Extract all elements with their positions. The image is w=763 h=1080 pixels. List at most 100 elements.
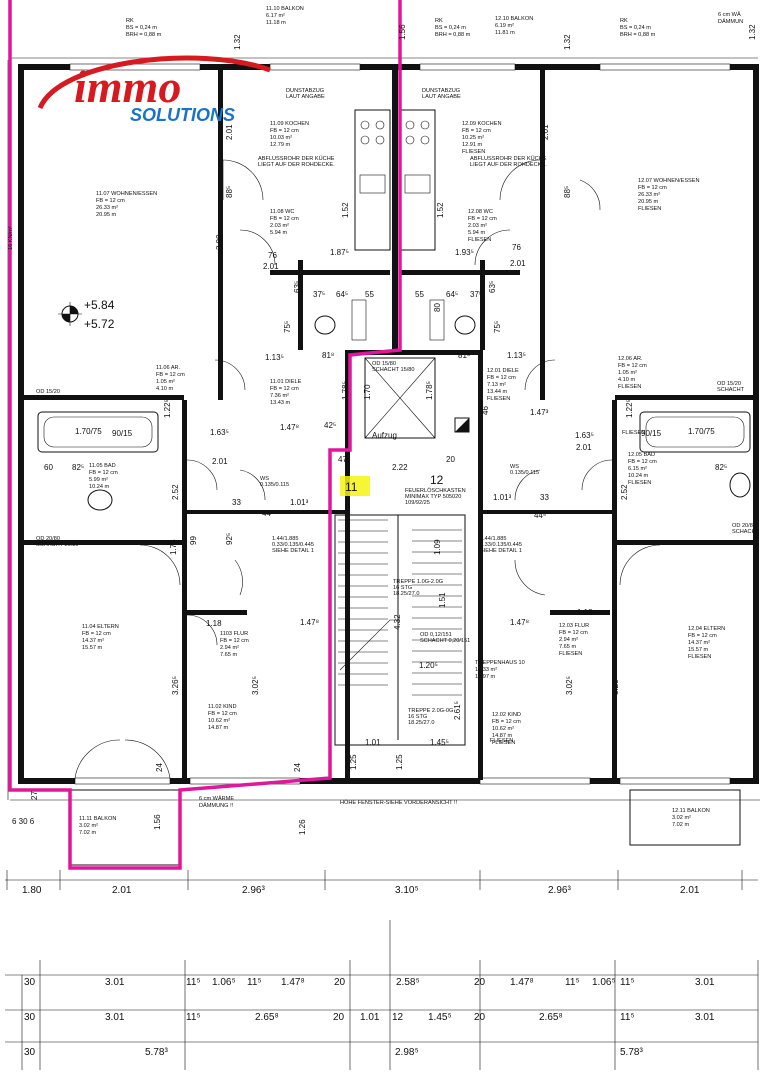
dim-d156a: 1.56 bbox=[398, 24, 407, 40]
dim-d163a: 1.63⁵ bbox=[210, 428, 229, 437]
dim-chain-r2-0: 30 bbox=[24, 1012, 36, 1023]
dim-d46: 46 bbox=[481, 406, 490, 415]
dim-d88l: 88⁵ bbox=[225, 186, 234, 198]
dim-chain-r1-7: 2.58⁵ bbox=[396, 977, 420, 988]
dim-d201b: 2.01 bbox=[541, 124, 550, 140]
dim-d151: 1.51 bbox=[438, 592, 447, 608]
dim-chain-top-3: 3.10⁵ bbox=[395, 885, 419, 896]
dim-chain-r2-5: 1.01 bbox=[360, 1012, 380, 1023]
dim-d163b: 1.63⁵ bbox=[575, 431, 594, 440]
dim-d82b: 82⁵ bbox=[715, 463, 727, 472]
note-fliesen-r: FLIESEN bbox=[490, 738, 513, 744]
dim-d326a: 3.26⁵ bbox=[171, 676, 180, 695]
dim-d170: 1.70 bbox=[363, 384, 372, 400]
dim-d92: 92⁵ bbox=[225, 533, 234, 545]
dim-d326b: 3.26⁵ bbox=[611, 676, 620, 695]
dim-d101a: 1.01³ bbox=[290, 498, 309, 507]
dim-d302b: 3.02⁵ bbox=[565, 676, 574, 695]
dim-d302a: 3.02⁵ bbox=[251, 676, 260, 695]
dim-chain-r3-0: 30 bbox=[24, 1047, 36, 1058]
dim-chain-top-4: 2.96³ bbox=[548, 885, 571, 896]
dim-chain-r1-4: 11⁵ bbox=[247, 977, 262, 988]
dim-d44a: 44⁵ bbox=[262, 509, 274, 518]
logo-word: immo bbox=[74, 61, 181, 112]
dim-chain-r3-2: 2.98⁵ bbox=[395, 1047, 419, 1058]
dim-chain-r1-3: 1.06⁵ bbox=[212, 977, 236, 988]
dim-d222: 2.22 bbox=[392, 463, 408, 472]
dim-d193: 1.93⁵ bbox=[455, 248, 474, 257]
dim-d75b: 75⁵ bbox=[493, 321, 502, 333]
dim-d55a: 55 bbox=[365, 290, 374, 299]
dim-d122a: 1.22⁵ bbox=[163, 399, 172, 418]
dim-chain-r2-6: 12 bbox=[392, 1012, 404, 1023]
dim-chain-r2-10: 11⁵ bbox=[620, 1012, 635, 1023]
level-top: +5.84 bbox=[84, 298, 115, 312]
dim-d252b: 2.52 bbox=[620, 484, 629, 500]
dim-chain-r1-2: 11⁵ bbox=[186, 977, 201, 988]
dim-d147d: 1.47⁸ bbox=[510, 618, 529, 627]
stair-arrow bbox=[339, 619, 400, 671]
dim-chain-r2-9: 2.65⁸ bbox=[539, 1012, 563, 1023]
dim-d132a: 1.32 bbox=[233, 34, 242, 50]
dim-d88r: 88⁵ bbox=[563, 186, 572, 198]
dim-d147a: 1.47⁸ bbox=[280, 423, 299, 432]
dim-d101c: 1.01 bbox=[365, 738, 381, 747]
dim-d90b: 90/15 bbox=[641, 429, 662, 438]
level-marker: +5.84 +5.72 bbox=[58, 298, 115, 331]
dim-d152b: 1.52 bbox=[436, 202, 445, 218]
dim-d82a: 82⁵ bbox=[72, 463, 84, 472]
logo-sub: SOLUTIONS bbox=[130, 105, 235, 125]
dim-d37b: 37⁵ bbox=[470, 290, 482, 299]
dim-d81b: 81⁸ bbox=[458, 351, 470, 360]
note-fenster: HÖHE FENSTER-SIEHE VORDERANSICHT !! bbox=[340, 799, 458, 806]
dim-chain-r2-4: 20 bbox=[333, 1012, 345, 1023]
dim-d178b: 1.78⁵ bbox=[425, 381, 434, 400]
dim-chain-r1-1: 3.01 bbox=[105, 977, 125, 988]
dim-d125a: 1.25 bbox=[349, 754, 358, 770]
dim-d109: 1.09 bbox=[433, 539, 442, 555]
dim-chain-r1-10: 11⁵ bbox=[565, 977, 580, 988]
dim-chain-top-2: 2.96³ bbox=[242, 885, 265, 896]
dim-d55b: 55 bbox=[415, 290, 424, 299]
dim-d170b: 1.70/75 bbox=[688, 427, 715, 436]
dim-d76a: 76 bbox=[268, 251, 277, 260]
apartment-number: 11 bbox=[345, 480, 358, 494]
dim-d44b: 44⁵ bbox=[534, 511, 546, 520]
dim-d99: 99 bbox=[189, 536, 198, 545]
dim-d432: 4.32 bbox=[393, 614, 402, 630]
dim-d113b: 1.13⁵ bbox=[507, 351, 526, 360]
dim-d24a: 24 bbox=[155, 763, 164, 772]
dim-d187: 1.87⁵ bbox=[330, 248, 349, 257]
dim-d33b: 33 bbox=[540, 493, 549, 502]
dim-d152a: 1.52 bbox=[341, 202, 350, 218]
